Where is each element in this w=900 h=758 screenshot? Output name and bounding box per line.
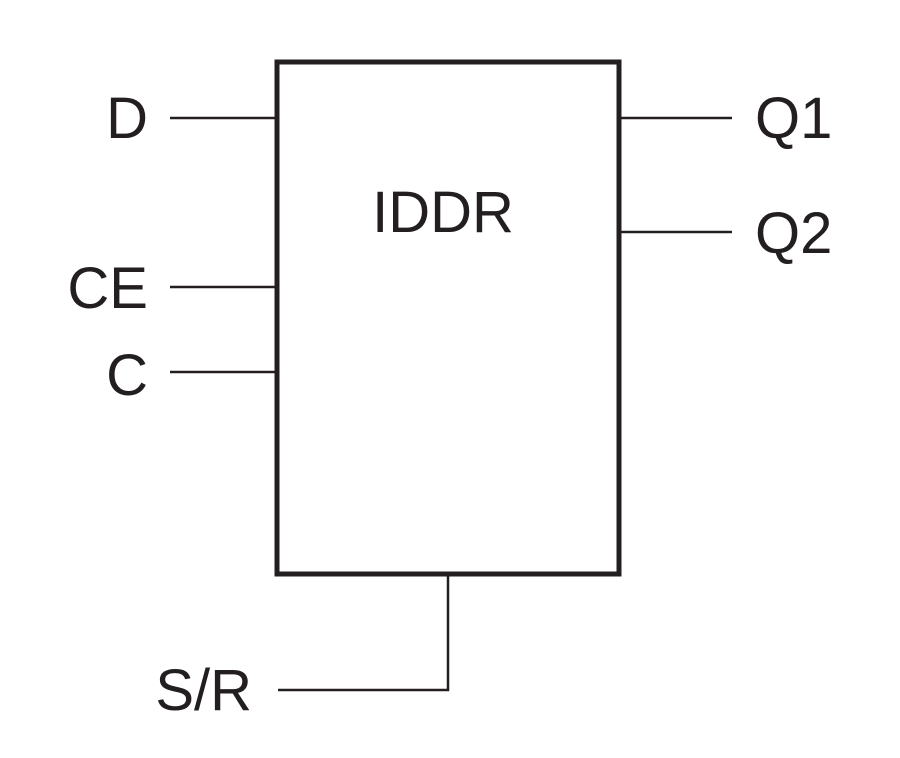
iddr-block [274,59,622,577]
port-label-c: C [106,343,148,408]
port-label-sr: S/R [155,658,252,723]
wire-sr [278,574,450,692]
port-label-q2: Q2 [755,201,832,266]
port-label-q1: Q1 [755,86,832,151]
port-label-d: D [106,86,148,151]
block-title: IDDR [372,180,514,245]
port-label-ce: CE [67,256,148,321]
